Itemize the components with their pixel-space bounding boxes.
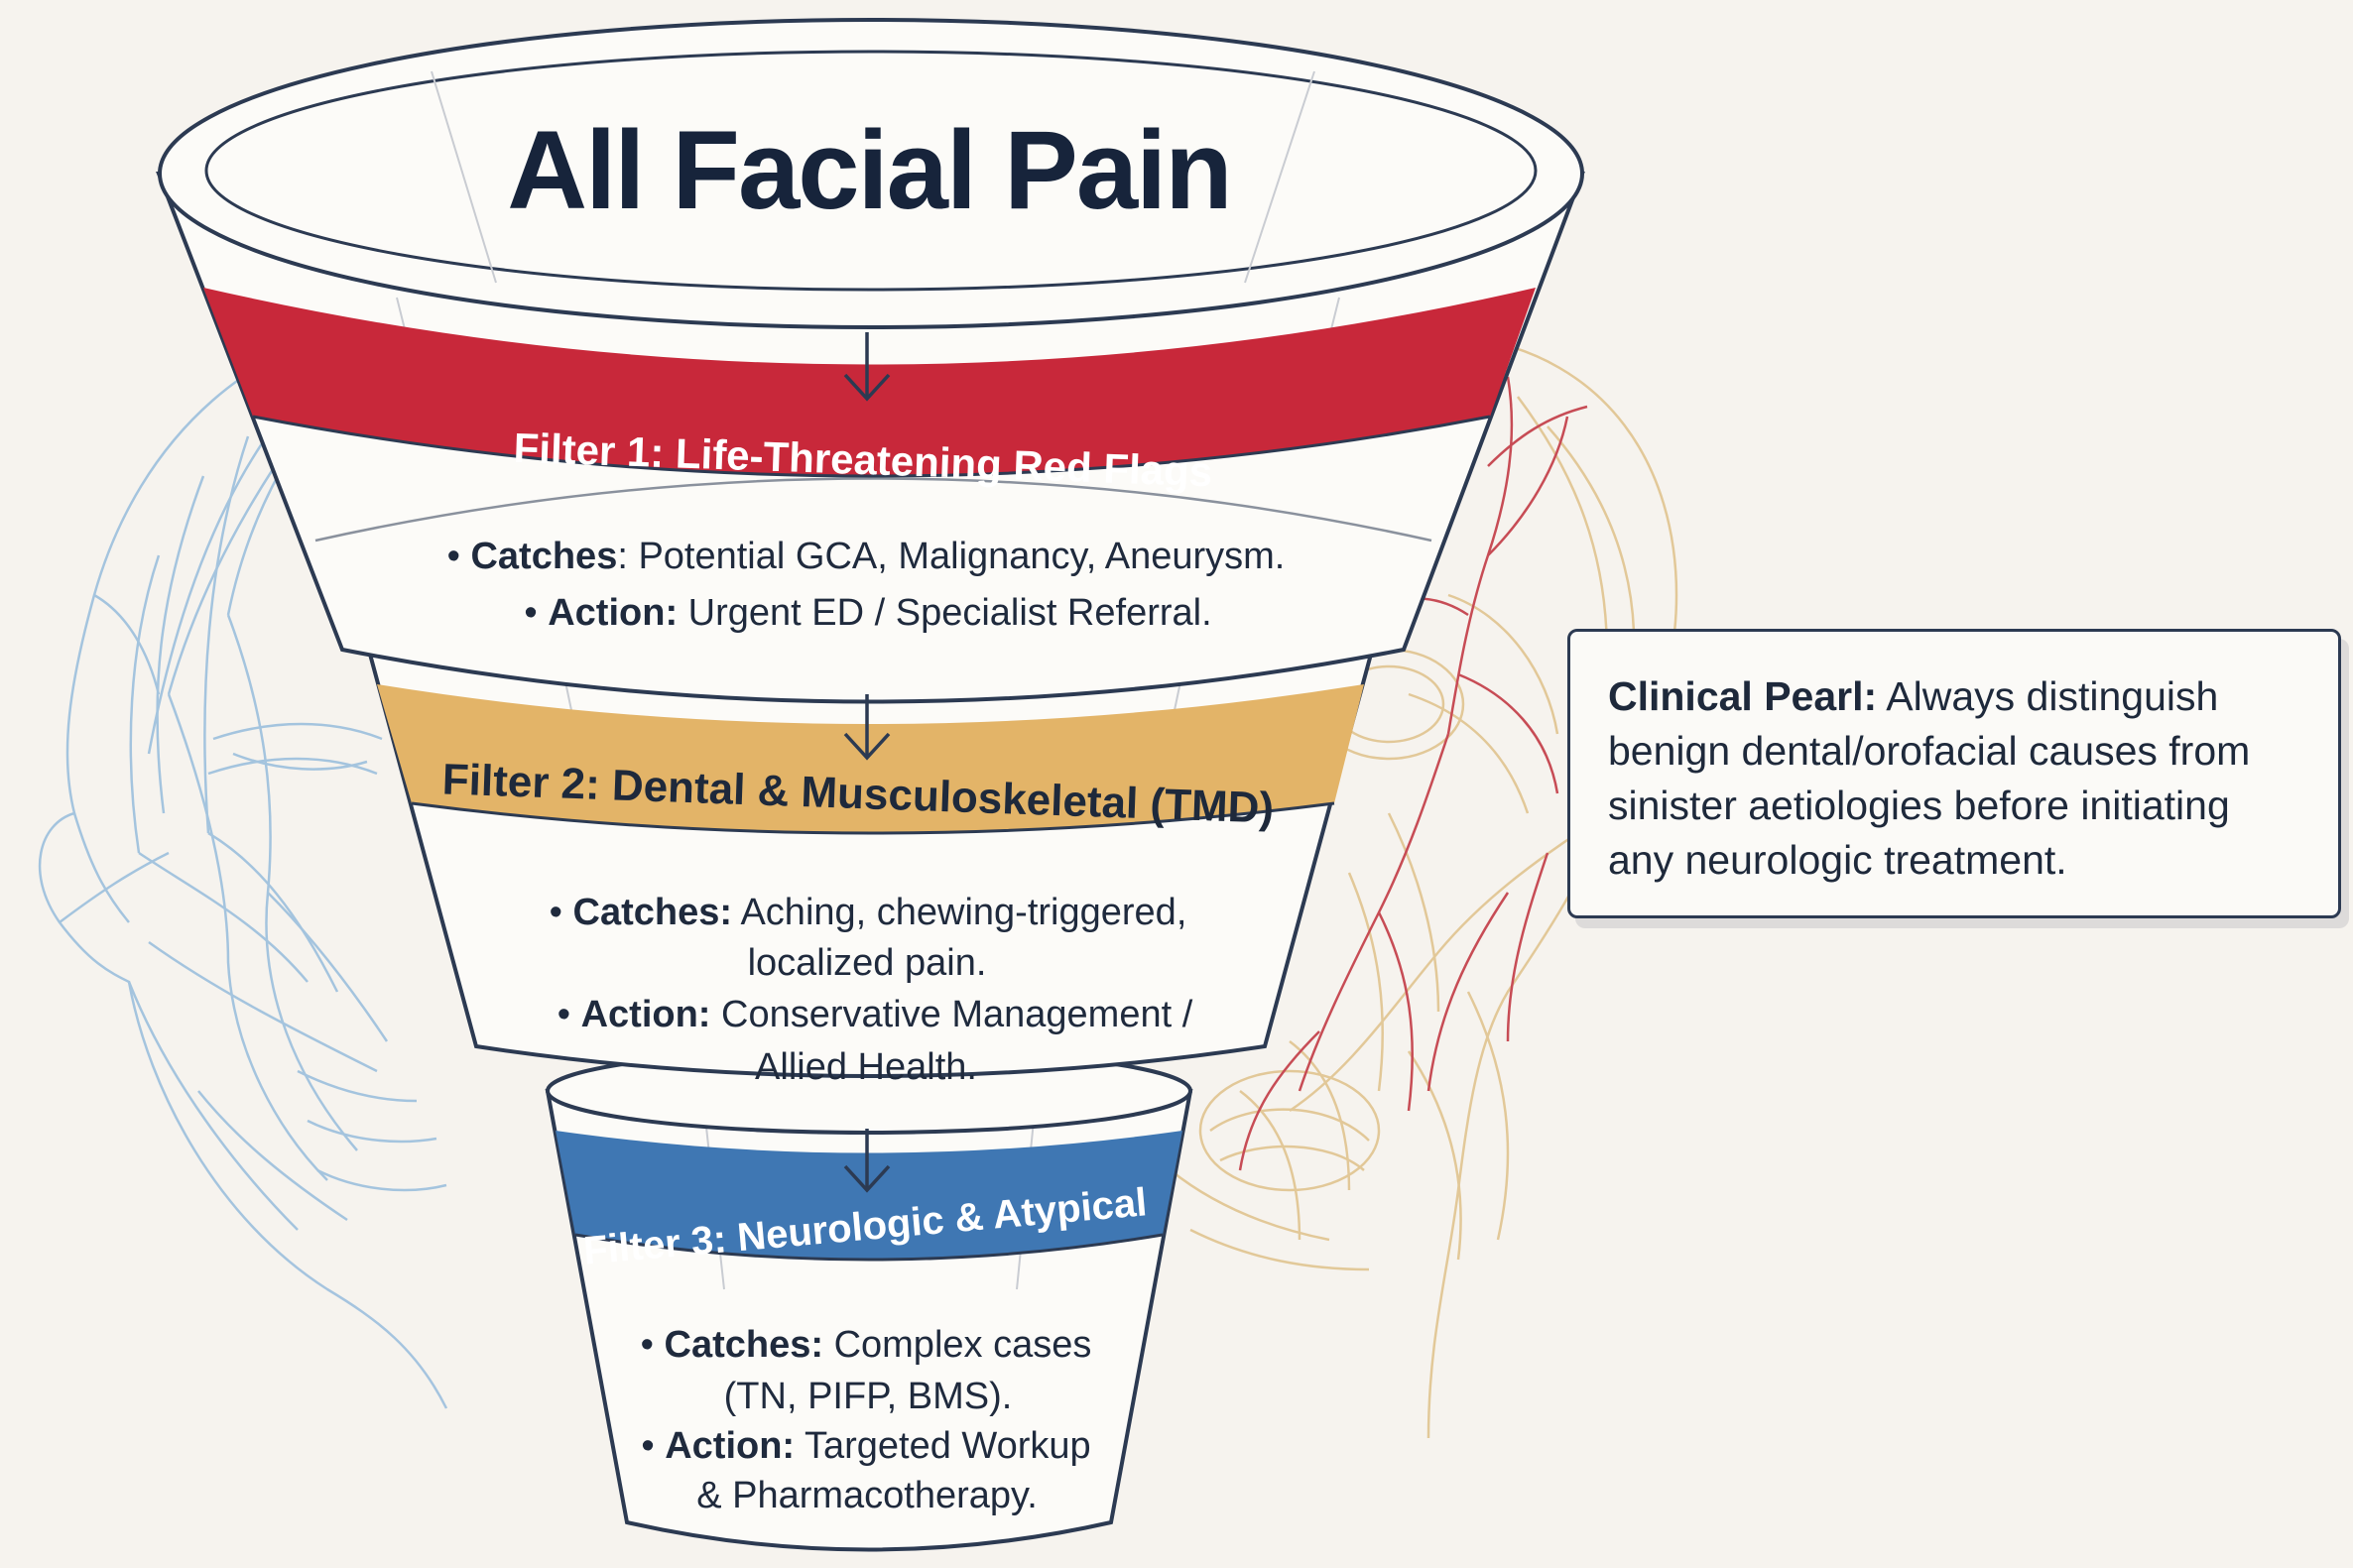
clinical-pearl-callout: Clinical Pearl: Always distinguish benig… (1567, 629, 2341, 918)
filter-3-action-cont: & Pharmacotherapy. (696, 1475, 1038, 1516)
filter-1-action: • Action: Urgent ED / Specialist Referra… (524, 592, 1211, 634)
filter-1-catches: • Catches: Potential GCA, Malignancy, An… (447, 536, 1286, 577)
filter-3-catches: • Catches: Complex cases (641, 1324, 1092, 1366)
filter-3-action: • Action: Targeted Workup (641, 1425, 1090, 1467)
clinical-pearl-label: Clinical Pearl: (1608, 673, 1877, 719)
page-title: All Facial Pain (507, 108, 1230, 232)
filter-2-catches-cont: localized pain. (748, 942, 987, 984)
filter-2-catches: • Catches: Aching, chewing-triggered, (550, 892, 1187, 933)
filter-2-action-cont: Allied Health. (755, 1046, 977, 1088)
filter-2-action: • Action: Conservative Management / (557, 994, 1193, 1035)
filter-3-catches-cont: (TN, PIFP, BMS). (724, 1376, 1013, 1417)
